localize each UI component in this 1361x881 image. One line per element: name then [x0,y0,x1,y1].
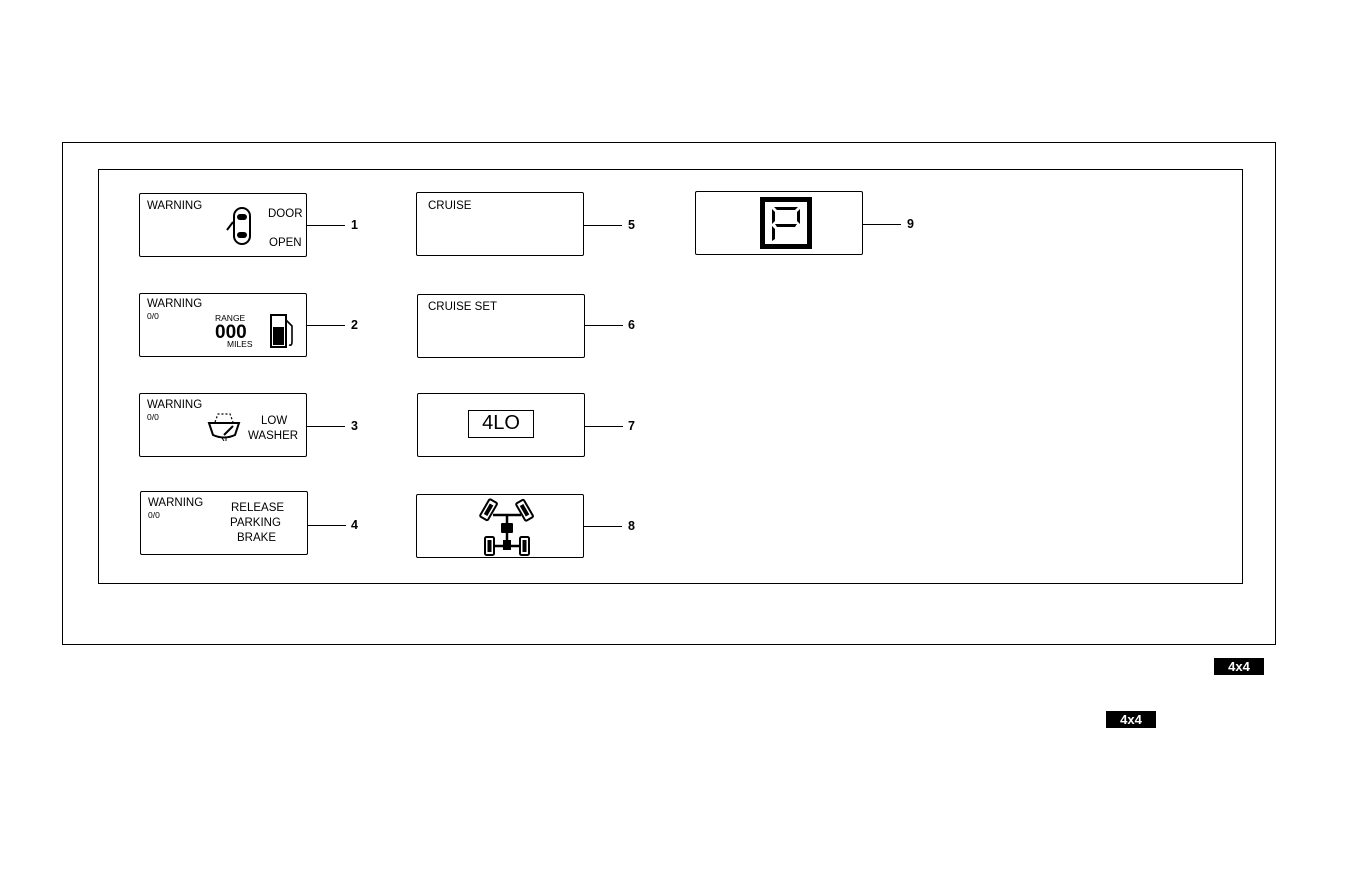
windshield-washer-icon [204,407,244,441]
leader-4 [308,525,346,526]
leader-3 [307,426,345,427]
panel-4-line3: BRAKE [237,532,276,545]
4x4-badge-1: 4x4 [1214,658,1264,675]
callout-3: 3 [351,419,358,433]
panel-3-code: 0/0 [147,413,159,422]
4x4-badge-2: 4x4 [1106,711,1156,728]
panel-range: WARNING 0/0 RANGE 000 MILES [139,293,307,357]
panel-3-line1: LOW [261,415,287,428]
panel-1-line2: OPEN [269,237,302,250]
panel-5-label: CRUISE [428,200,471,213]
callout-7: 7 [628,419,635,433]
panel-4-code: 0/0 [148,511,160,520]
panel-cruise-set: CRUISE SET [417,294,585,358]
callout-1: 1 [351,218,358,232]
leader-5 [584,225,622,226]
panel-4-line1: RELEASE [231,502,284,515]
leader-2 [307,325,345,326]
leader-9 [863,224,901,225]
leader-6 [585,325,623,326]
panel-low-washer: WARNING 0/0 LOW WASHER [139,393,307,457]
callout-2: 2 [351,318,358,332]
car-door-open-icon [224,204,252,248]
callout-5: 5 [628,218,635,232]
panel-4-warning: WARNING [148,497,203,510]
panel-cruise: CRUISE [416,192,584,256]
panel-door-open: WARNING DOOR OPEN [139,193,307,257]
panel-2-code: 0/0 [147,312,159,321]
leader-1 [307,225,345,226]
panel-1-line1: DOOR [268,208,303,221]
callout-6: 6 [628,318,635,332]
panel-3-warning: WARNING [147,399,202,412]
panel-1-warning: WARNING [147,200,202,213]
panel-2-warning: WARNING [147,298,202,311]
panel-parking-brake: WARNING 0/0 RELEASE PARKING BRAKE [140,491,308,555]
panel-3-line2: WASHER [248,430,298,443]
gear-p-segment-icon [758,195,814,251]
panel-4lo: 4LO [417,393,585,457]
leader-7 [585,426,623,427]
callout-4: 4 [351,518,358,532]
callout-9: 9 [907,217,914,231]
indicator-4lo: 4LO [468,410,534,438]
panel-2-units: MILES [227,340,253,349]
panel-gear-p [695,191,863,255]
panel-6-label: CRUISE SET [428,301,497,314]
callout-8: 8 [628,519,635,533]
four-wheel-drive-icon [479,497,535,557]
leader-8 [584,526,622,527]
fuel-pump-icon [268,312,298,350]
panel-4-line2: PARKING [230,517,281,530]
panel-4wd [416,494,584,558]
